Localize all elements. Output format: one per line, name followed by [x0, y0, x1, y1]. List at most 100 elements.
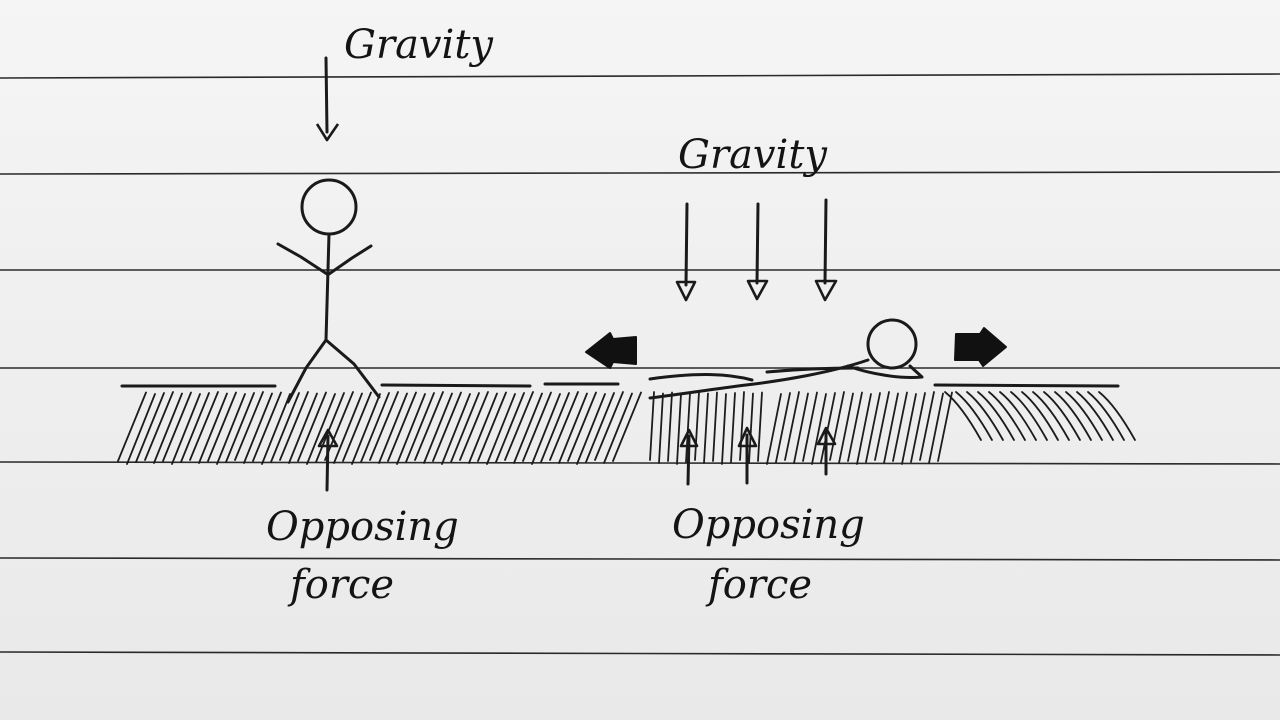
ground-hatch-stroke — [811, 393, 827, 465]
ground-hatch-stroke — [775, 392, 791, 463]
ruled-line — [0, 461, 1280, 465]
ground-hatch-stroke — [1076, 391, 1114, 441]
ground-hatch-stroke — [757, 391, 763, 462]
opposing-arrow-head — [737, 426, 758, 448]
gravity-arrow-head — [814, 279, 838, 302]
ground-hatch-stroke — [432, 391, 462, 462]
ground-hatch-stroke — [558, 392, 588, 464]
opposing-force-arrows-right — [679, 426, 837, 486]
standing-figure-leg-left — [286, 338, 328, 404]
ruled-line — [0, 557, 1280, 561]
ground-hatch-stroke — [360, 392, 390, 463]
opposing-arrow-shaft — [686, 434, 691, 486]
ground-hatch-stroke — [279, 391, 309, 461]
ground-hatch-stroke — [685, 392, 691, 463]
ruled-lines — [0, 73, 1280, 656]
ground-hatch-stroke — [180, 392, 210, 463]
ground-surface-line — [933, 383, 1120, 388]
ground-hatch-stroke — [162, 391, 192, 462]
standing-stick-figure — [276, 178, 381, 404]
ground-hatch-stroke — [567, 391, 597, 462]
ruled-line — [0, 651, 1280, 656]
gravity-arrow-head — [315, 123, 340, 142]
gravity-arrow-shaft — [823, 198, 828, 285]
gravity-arrow-shaft — [324, 56, 329, 134]
ground-hatch-stroke — [603, 392, 633, 464]
ruled-line — [0, 73, 1280, 79]
ground-hatch-stroke — [234, 391, 264, 461]
ground-hatch-stroke — [676, 393, 682, 465]
gravity-arrow-head — [746, 279, 769, 301]
ground-hatch-stroke — [649, 391, 655, 461]
ground-hatch-stroke — [117, 391, 147, 462]
ground-hatch-stroke — [477, 391, 507, 462]
ground-hatching-left — [117, 391, 642, 465]
ground-hatch-stroke — [865, 392, 881, 463]
ground-hatch-stroke — [748, 392, 754, 464]
ground-hatch-stroke — [594, 391, 624, 461]
ground-hatch-stroke — [144, 391, 174, 461]
ground-hatch-stroke — [874, 391, 890, 461]
lying-figure-head — [866, 318, 918, 370]
ground-hatch-stroke — [126, 393, 156, 465]
ground-hatch-stroke — [576, 393, 606, 465]
ground-hatch-stroke — [225, 392, 255, 463]
ground-hatch-stroke — [261, 393, 291, 465]
ground-hatch-stroke — [802, 391, 818, 462]
gravity-arrows-right — [675, 198, 838, 302]
ground-hatch-stroke — [658, 392, 664, 464]
gravity-arrow-shaft — [684, 202, 689, 287]
ground-hatch-stroke — [504, 391, 534, 461]
ground-hatch-stroke — [838, 392, 854, 464]
lying-figure-arm — [846, 364, 924, 379]
opposing-arrow-head — [816, 426, 837, 446]
ground-hatching-right — [649, 391, 1136, 465]
ground-hatch-stroke — [944, 391, 982, 441]
standing-figure-body — [324, 232, 331, 342]
ground-hatch-stroke — [414, 391, 444, 461]
ground-hatch-stroke — [820, 392, 836, 463]
ground-hatch-stroke — [739, 391, 745, 461]
ground-hatch-stroke — [1054, 391, 1092, 441]
ruled-line — [0, 171, 1280, 175]
opposing-force-label-left-line1: Opposing — [266, 504, 459, 550]
ground — [117, 382, 1136, 465]
ground-hatch-stroke — [243, 392, 273, 464]
ground-hatch-stroke — [928, 392, 944, 464]
ground-hatch-stroke — [270, 392, 300, 463]
ground-hatch-stroke — [694, 391, 700, 461]
ground-hatch-stroke — [937, 391, 953, 462]
gravity-label-left: Gravity — [344, 22, 494, 68]
ground-hatch-stroke — [351, 393, 381, 465]
ground-hatch-stroke — [495, 392, 525, 463]
ground-hatch-stroke — [513, 392, 543, 464]
ground-hatch-stroke — [459, 391, 489, 461]
ground-hatch-stroke — [856, 393, 872, 465]
opposing-arrow-head — [679, 428, 699, 448]
standing-figure-head — [300, 178, 358, 236]
ground-hatch-stroke — [966, 391, 1004, 441]
ground-hatch-stroke — [667, 391, 673, 462]
ground-hatch-stroke — [585, 392, 615, 463]
gravity-arrow-shaft — [755, 202, 760, 285]
ground-hatch-stroke — [1065, 391, 1103, 441]
ground-hatch-stroke — [405, 392, 435, 463]
standing-figure-arm-right — [327, 244, 373, 276]
ground-hatch-stroke — [216, 393, 246, 465]
ground-hatch-stroke — [153, 392, 183, 464]
ground-hatch-stroke — [721, 393, 727, 465]
gravity-arrow-head — [675, 280, 697, 302]
ground-hatch-stroke — [315, 392, 345, 463]
standing-figure-arm-left — [276, 242, 329, 276]
ground-hatch-stroke — [549, 391, 579, 461]
ground-hatch-stroke — [892, 391, 908, 462]
ground-hatch-stroke — [766, 393, 782, 465]
ground-hatch-stroke — [423, 392, 453, 464]
ground-hatch-stroke — [369, 391, 399, 461]
spread-arrow-right — [954, 327, 1007, 367]
ground-hatch-stroke — [252, 391, 282, 462]
ground-surface-line — [380, 383, 532, 388]
lying-figure-legs — [648, 366, 860, 382]
opposing-force-label-right-line2: force — [705, 562, 812, 608]
ground-hatch-stroke — [730, 392, 736, 463]
